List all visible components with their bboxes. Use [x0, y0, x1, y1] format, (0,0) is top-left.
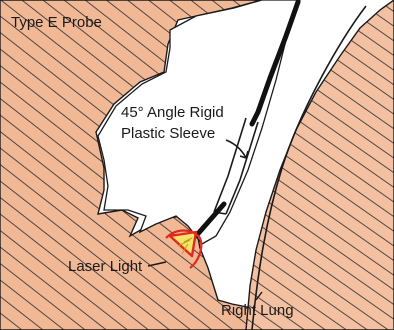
- sleeve-label-line1: 45° Angle Rigid: [121, 104, 224, 122]
- diagram-title: Type E Probe: [11, 14, 102, 32]
- laser-label: Laser Light: [68, 258, 142, 276]
- lung-label: Right Lung: [221, 302, 294, 320]
- sleeve-label-line2: Plastic Sleeve: [121, 125, 215, 143]
